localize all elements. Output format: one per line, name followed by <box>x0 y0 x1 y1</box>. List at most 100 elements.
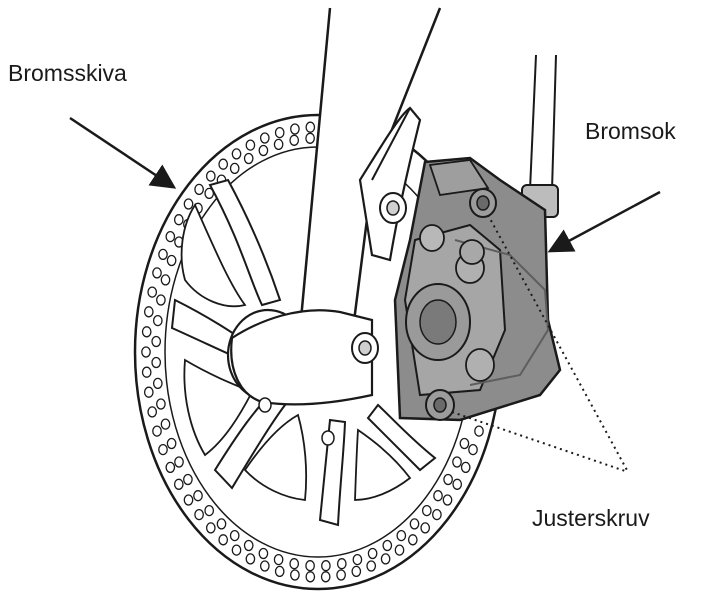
disc-hole <box>259 132 270 144</box>
disc-hole <box>141 366 152 378</box>
disc-hole <box>229 529 240 542</box>
label-adjust-screw: Justerskruv <box>532 505 650 531</box>
disc-hole <box>367 547 378 560</box>
disc-hole <box>459 437 470 450</box>
disc-hole <box>245 139 256 151</box>
disc-hole <box>305 571 316 583</box>
disc-hole <box>290 569 300 581</box>
disc-hole <box>229 162 240 175</box>
disc-hole <box>173 214 184 226</box>
disc-hole <box>166 254 177 267</box>
disc-hole <box>152 377 163 390</box>
disc-hole <box>452 478 463 490</box>
disc-hole <box>245 553 256 565</box>
disc-hole <box>258 547 269 560</box>
disc-hole <box>152 314 163 327</box>
disc-hole <box>152 267 162 279</box>
disc-hole <box>258 144 269 157</box>
adjust-screw-lower <box>425 389 455 421</box>
disc-hole <box>174 456 184 468</box>
disc-hole <box>243 539 254 552</box>
disc-hole <box>194 508 204 521</box>
disc-hole <box>420 522 431 534</box>
disc-hole <box>407 534 418 546</box>
disc-hole <box>366 560 377 572</box>
disc-hole <box>336 569 346 581</box>
disc-hole <box>352 553 363 566</box>
disc-hole <box>147 286 158 298</box>
disc-hole <box>274 565 285 578</box>
disc-hole <box>433 490 443 502</box>
disc-hole <box>152 425 162 437</box>
disc-hole <box>216 518 227 530</box>
disc-hole <box>421 504 432 517</box>
disc-hole <box>193 490 203 502</box>
disc-hole <box>205 170 216 182</box>
disc-hole <box>194 183 204 196</box>
disc-hole <box>183 198 194 210</box>
adjust-screw-upper <box>469 188 497 218</box>
disc-hole <box>173 478 184 490</box>
disc-hole <box>409 518 420 530</box>
disc-hole <box>141 326 152 338</box>
disc-hole <box>160 274 171 286</box>
label-brake-disc: Bromsskiva <box>8 60 127 86</box>
caliper-arrow <box>547 190 661 253</box>
fork-leg <box>230 7 442 446</box>
disc-hole <box>289 134 300 146</box>
disc-hole <box>183 473 193 486</box>
disc-hole <box>160 418 171 430</box>
disc-hole <box>305 132 315 144</box>
disc-arrow <box>69 116 177 189</box>
disc-hole <box>380 553 391 565</box>
brake-hose <box>521 54 559 218</box>
disc-hole <box>204 504 215 517</box>
disc-hole <box>273 138 284 151</box>
disc-hole <box>165 230 176 243</box>
disc-hole <box>274 126 285 139</box>
disc-hole <box>305 560 315 572</box>
disc-hole <box>156 294 166 306</box>
disc-hole <box>289 558 300 570</box>
disc-hole <box>443 473 453 486</box>
disc-hole <box>218 534 229 546</box>
disc-hole <box>158 443 168 456</box>
disc-hole <box>151 335 162 348</box>
disc-hole <box>432 508 442 521</box>
disc-hole <box>205 522 216 534</box>
disc-hole <box>147 406 158 418</box>
disc-hole <box>156 398 166 410</box>
label-brake-caliper: Bromsok <box>585 118 676 144</box>
disc-ventilation-holes <box>141 121 484 583</box>
disc-hole <box>143 386 154 398</box>
disc-hole <box>143 306 154 318</box>
disc-hole <box>351 565 362 578</box>
disc-hole <box>452 456 462 468</box>
disc-hole <box>165 461 176 474</box>
disc-hole <box>231 544 242 556</box>
disc-hole <box>382 539 393 552</box>
disc-hole <box>218 158 229 170</box>
disc-hole <box>460 461 471 474</box>
disc-hole <box>151 356 162 369</box>
adjust-screw-leaders <box>451 214 629 473</box>
disc-hole <box>394 544 405 556</box>
disc-hole <box>273 553 284 566</box>
caliper-center-bolt <box>459 239 485 265</box>
disc-hole <box>396 529 407 542</box>
disc-hole <box>305 121 316 133</box>
disc-hole <box>183 494 194 506</box>
disc-hole <box>231 148 242 160</box>
disc-hole <box>320 571 331 583</box>
disc-hole <box>158 248 168 261</box>
disc-hole <box>166 437 177 450</box>
disc-hole <box>321 560 331 572</box>
disc-hole <box>243 152 254 165</box>
disc-hole <box>336 558 347 570</box>
brake-caliper <box>393 156 562 422</box>
mount-bolt-lower <box>351 332 379 364</box>
disc-hole <box>290 123 300 135</box>
mount-bolt-upper <box>379 192 407 224</box>
disc-hole <box>141 346 151 358</box>
disc-hole <box>474 425 484 437</box>
